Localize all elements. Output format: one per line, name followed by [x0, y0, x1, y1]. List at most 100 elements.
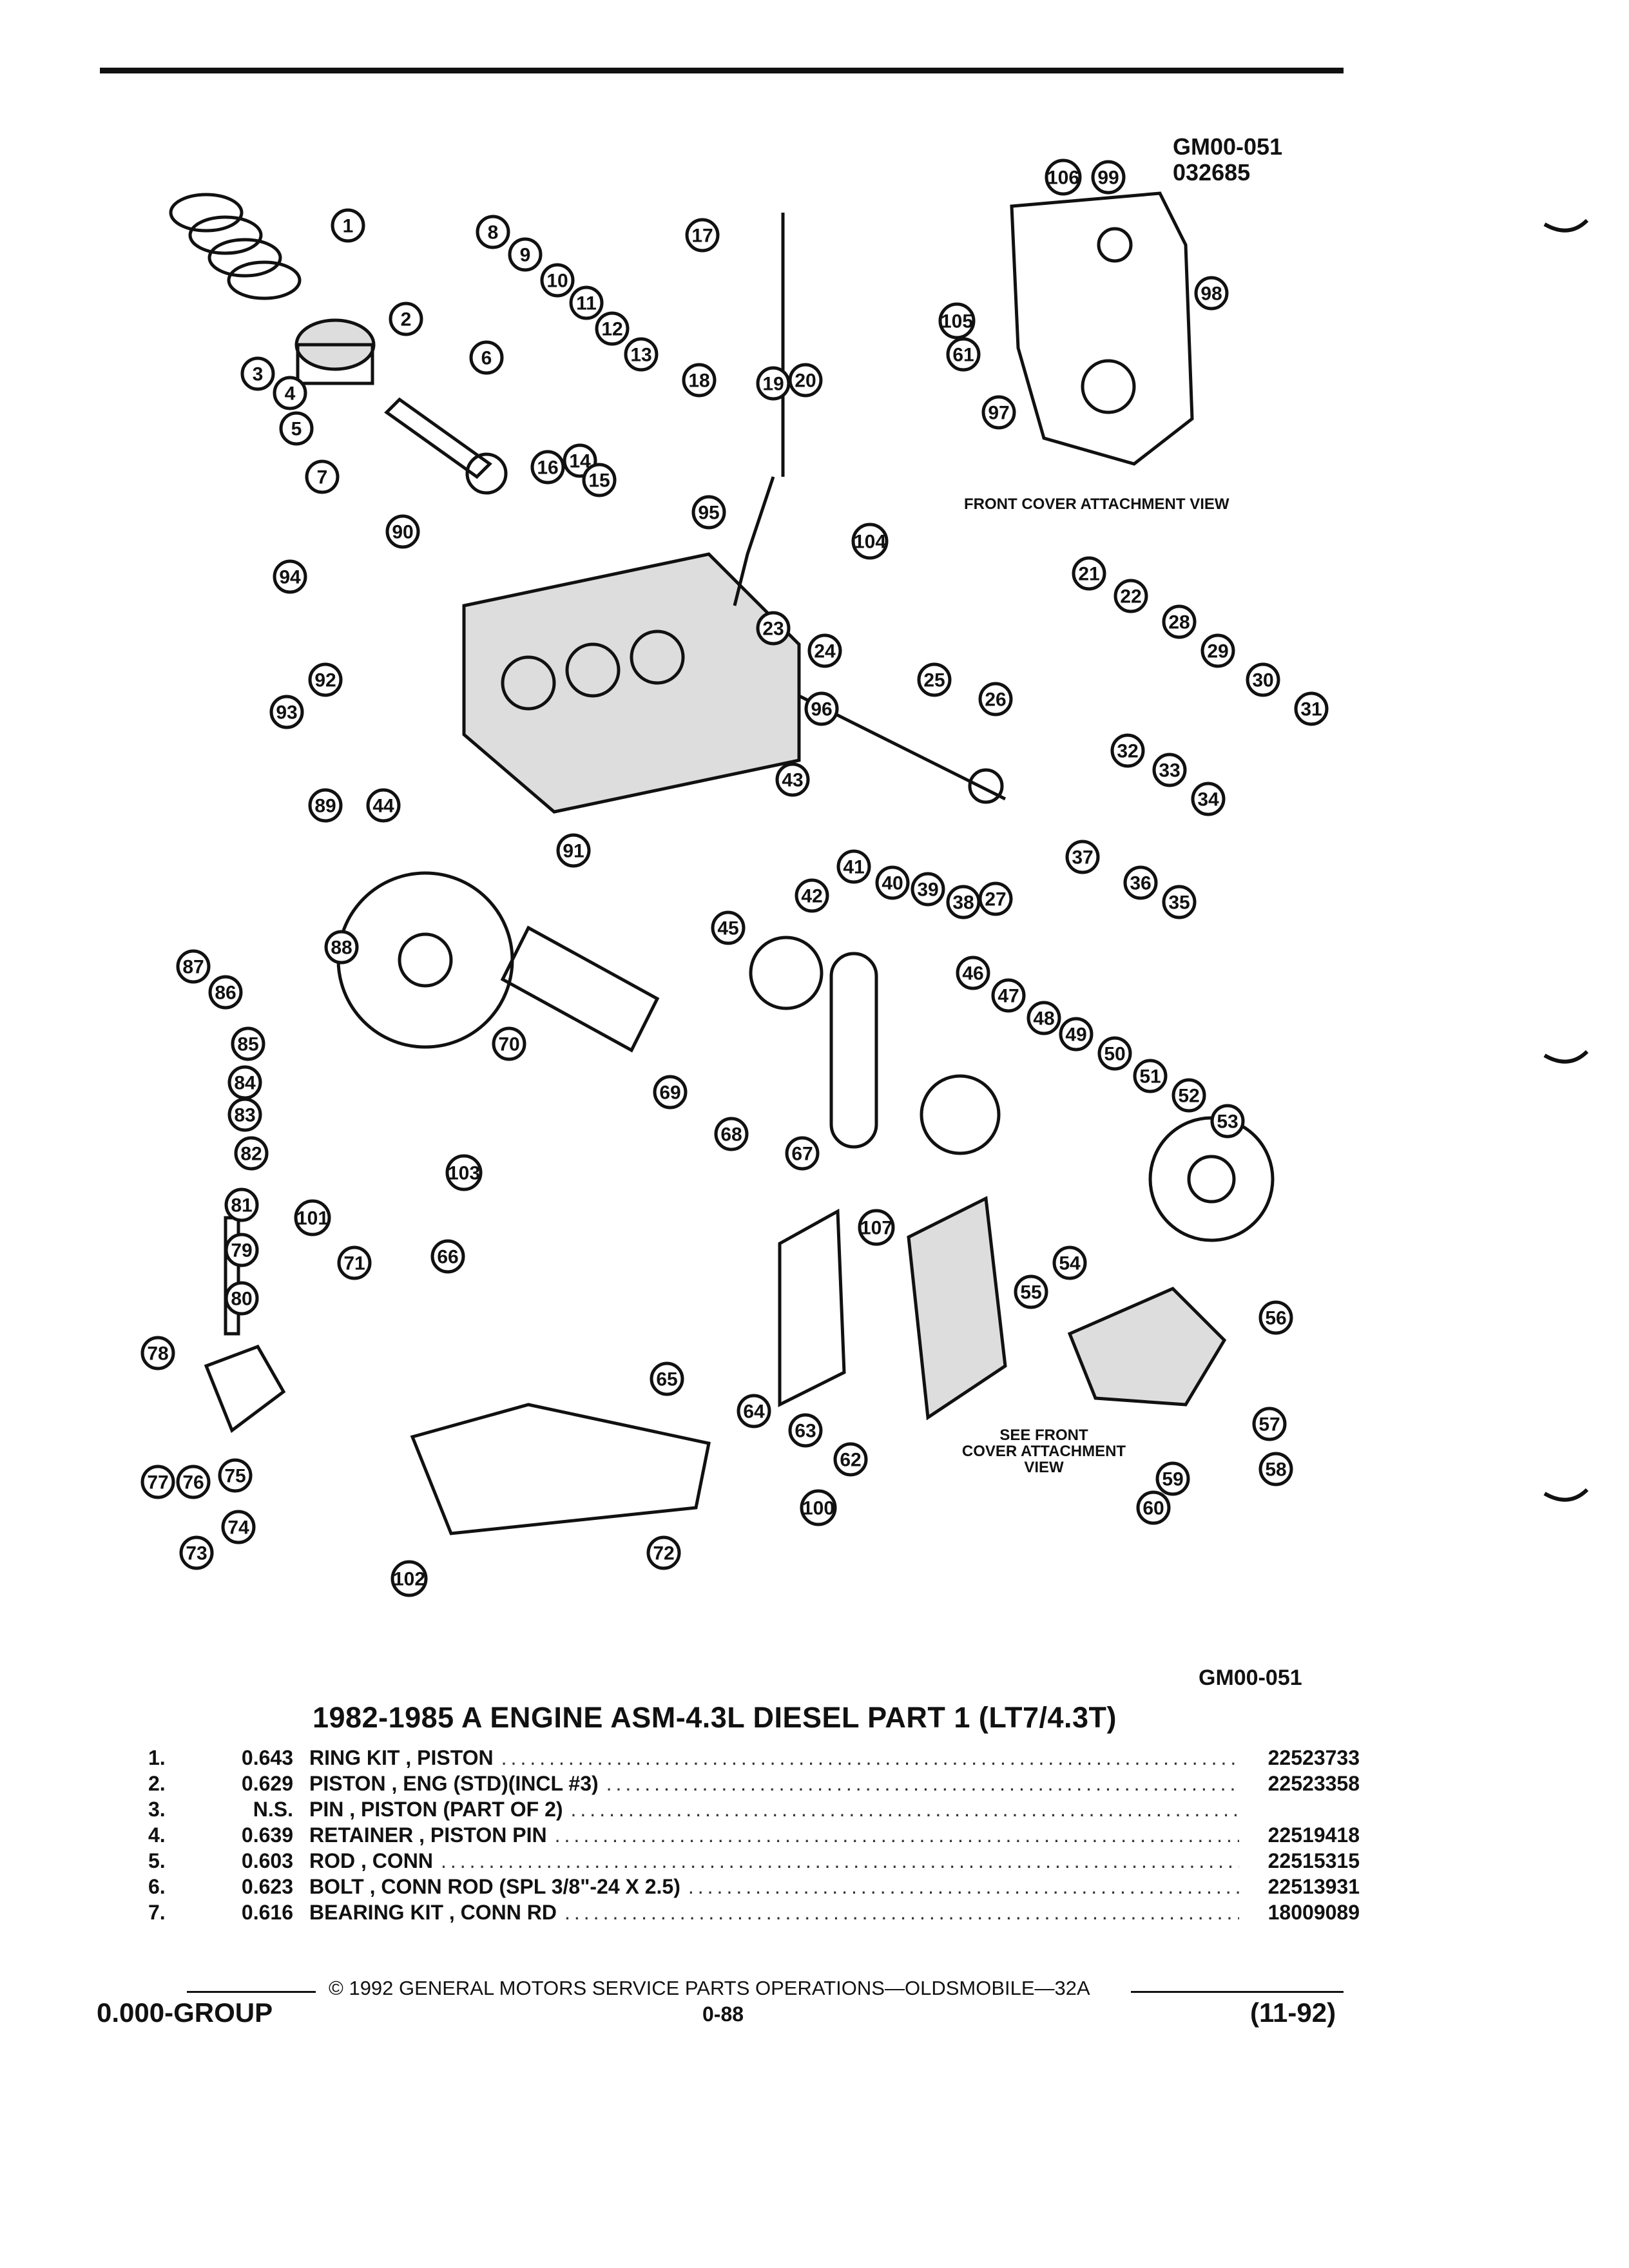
scan-edge-mark — [1543, 219, 1588, 233]
callout-77: 77 — [140, 1465, 175, 1499]
callout-15: 15 — [582, 463, 617, 497]
top-rule — [100, 68, 1344, 73]
group-ref: 0.639 — [241, 1823, 293, 1847]
callout-73: 73 — [179, 1535, 214, 1570]
exploded-engine-diagram: GM00-051 032685 FRONT COVER ATTACHMENT V… — [129, 116, 1366, 1624]
svg-text:101: 101 — [296, 1208, 329, 1229]
callout-64: 64 — [737, 1394, 771, 1428]
part-description: PISTON , ENG (STD)(INCL #3) — [309, 1772, 599, 1795]
callout-9: 9 — [508, 237, 543, 272]
svg-text:57: 57 — [1258, 1414, 1280, 1436]
group-ref: 0.643 — [241, 1746, 293, 1769]
front-cover-view — [1010, 191, 1194, 466]
callout-41: 41 — [836, 849, 871, 884]
callout-53: 53 — [1210, 1104, 1245, 1139]
svg-text:62: 62 — [840, 1450, 861, 1471]
item-number: 3. — [148, 1798, 166, 1821]
callout-79: 79 — [224, 1233, 259, 1267]
callout-21: 21 — [1072, 556, 1106, 591]
part-number: 18009089 — [1268, 1901, 1360, 1924]
svg-text:86: 86 — [215, 983, 236, 1004]
callout-40: 40 — [875, 865, 910, 900]
callout-65: 65 — [650, 1361, 684, 1396]
leader-dots: ........................................… — [688, 1875, 1239, 1898]
svg-text:67: 67 — [791, 1144, 813, 1165]
callout-92: 92 — [308, 662, 343, 697]
figure-code-top: 032685 — [1173, 159, 1250, 186]
svg-text:53: 53 — [1217, 1111, 1238, 1133]
callout-62: 62 — [833, 1442, 868, 1477]
svg-text:87: 87 — [182, 957, 204, 978]
callout-47: 47 — [991, 978, 1026, 1013]
callout-17: 17 — [685, 218, 720, 253]
svg-text:51: 51 — [1139, 1066, 1161, 1088]
callout-71: 71 — [337, 1245, 372, 1280]
flywheel — [336, 871, 514, 1049]
figure-id-bottom: GM00-051 — [1199, 1666, 1302, 1690]
item-number: 2. — [148, 1772, 166, 1795]
callout-6: 6 — [469, 340, 504, 375]
svg-text:106: 106 — [1047, 168, 1079, 189]
callout-36: 36 — [1123, 865, 1158, 900]
leader-dots: ........................................… — [570, 1798, 1239, 1821]
callout-29: 29 — [1200, 633, 1235, 668]
callout-28: 28 — [1162, 604, 1197, 639]
see-front-note-line1: SEE FRONT — [999, 1427, 1088, 1444]
callout-66: 66 — [430, 1239, 465, 1274]
svg-text:68: 68 — [720, 1124, 742, 1146]
callout-2: 2 — [389, 302, 423, 336]
svg-text:93: 93 — [276, 702, 297, 724]
page-title: 1982-1985 A ENGINE ASM-4.3L DIESEL PART … — [313, 1701, 1117, 1734]
svg-text:16: 16 — [537, 457, 558, 479]
svg-text:18: 18 — [688, 370, 709, 392]
svg-text:43: 43 — [782, 770, 803, 791]
part-description: ROD , CONN — [309, 1849, 433, 1872]
callout-49: 49 — [1059, 1017, 1094, 1052]
crankshaft — [500, 925, 660, 1053]
svg-text:94: 94 — [279, 567, 301, 588]
svg-text:2: 2 — [401, 309, 412, 331]
svg-text:85: 85 — [237, 1034, 258, 1055]
callout-8: 8 — [476, 215, 510, 249]
callout-1: 1 — [331, 208, 365, 243]
leader-dots: ........................................… — [554, 1823, 1239, 1847]
callout-56: 56 — [1258, 1300, 1293, 1335]
item-number: 7. — [148, 1901, 166, 1924]
see-front-note-line3: VIEW — [1024, 1459, 1064, 1476]
callout-82: 82 — [234, 1136, 269, 1171]
svg-text:10: 10 — [546, 271, 568, 292]
callout-34: 34 — [1191, 782, 1226, 816]
callout-3: 3 — [240, 356, 275, 391]
figure-id-top: GM00-051 — [1173, 133, 1282, 160]
svg-text:102: 102 — [393, 1569, 425, 1590]
callout-81: 81 — [224, 1187, 259, 1222]
scan-edge-mark — [1543, 1488, 1588, 1502]
svg-text:99: 99 — [1097, 168, 1119, 189]
svg-text:20: 20 — [795, 370, 816, 392]
callout-75: 75 — [218, 1458, 253, 1493]
callout-88: 88 — [324, 930, 359, 965]
callout-43: 43 — [775, 762, 810, 797]
svg-text:66: 66 — [437, 1247, 458, 1268]
svg-text:23: 23 — [762, 619, 784, 640]
callout-32: 32 — [1110, 733, 1145, 768]
svg-text:32: 32 — [1117, 741, 1138, 762]
callout-39: 39 — [911, 872, 945, 907]
see-front-note-line2: COVER ATTACHMENT — [962, 1443, 1126, 1460]
callout-27: 27 — [978, 881, 1013, 916]
svg-text:27: 27 — [985, 889, 1006, 910]
callout-60: 60 — [1136, 1490, 1171, 1525]
svg-text:13: 13 — [630, 345, 651, 366]
svg-text:69: 69 — [659, 1082, 680, 1104]
svg-text:77: 77 — [147, 1472, 168, 1494]
callout-51: 51 — [1133, 1059, 1168, 1093]
callout-67: 67 — [785, 1136, 820, 1171]
svg-text:75: 75 — [224, 1466, 246, 1487]
svg-text:90: 90 — [392, 522, 413, 543]
svg-text:56: 56 — [1265, 1308, 1286, 1329]
parts-row: 5. 0.603 ROD , CONN ....................… — [148, 1849, 1360, 1875]
svg-text:45: 45 — [717, 918, 738, 939]
callout-99: 99 — [1091, 160, 1126, 195]
callout-24: 24 — [807, 633, 842, 668]
svg-text:55: 55 — [1020, 1282, 1041, 1303]
